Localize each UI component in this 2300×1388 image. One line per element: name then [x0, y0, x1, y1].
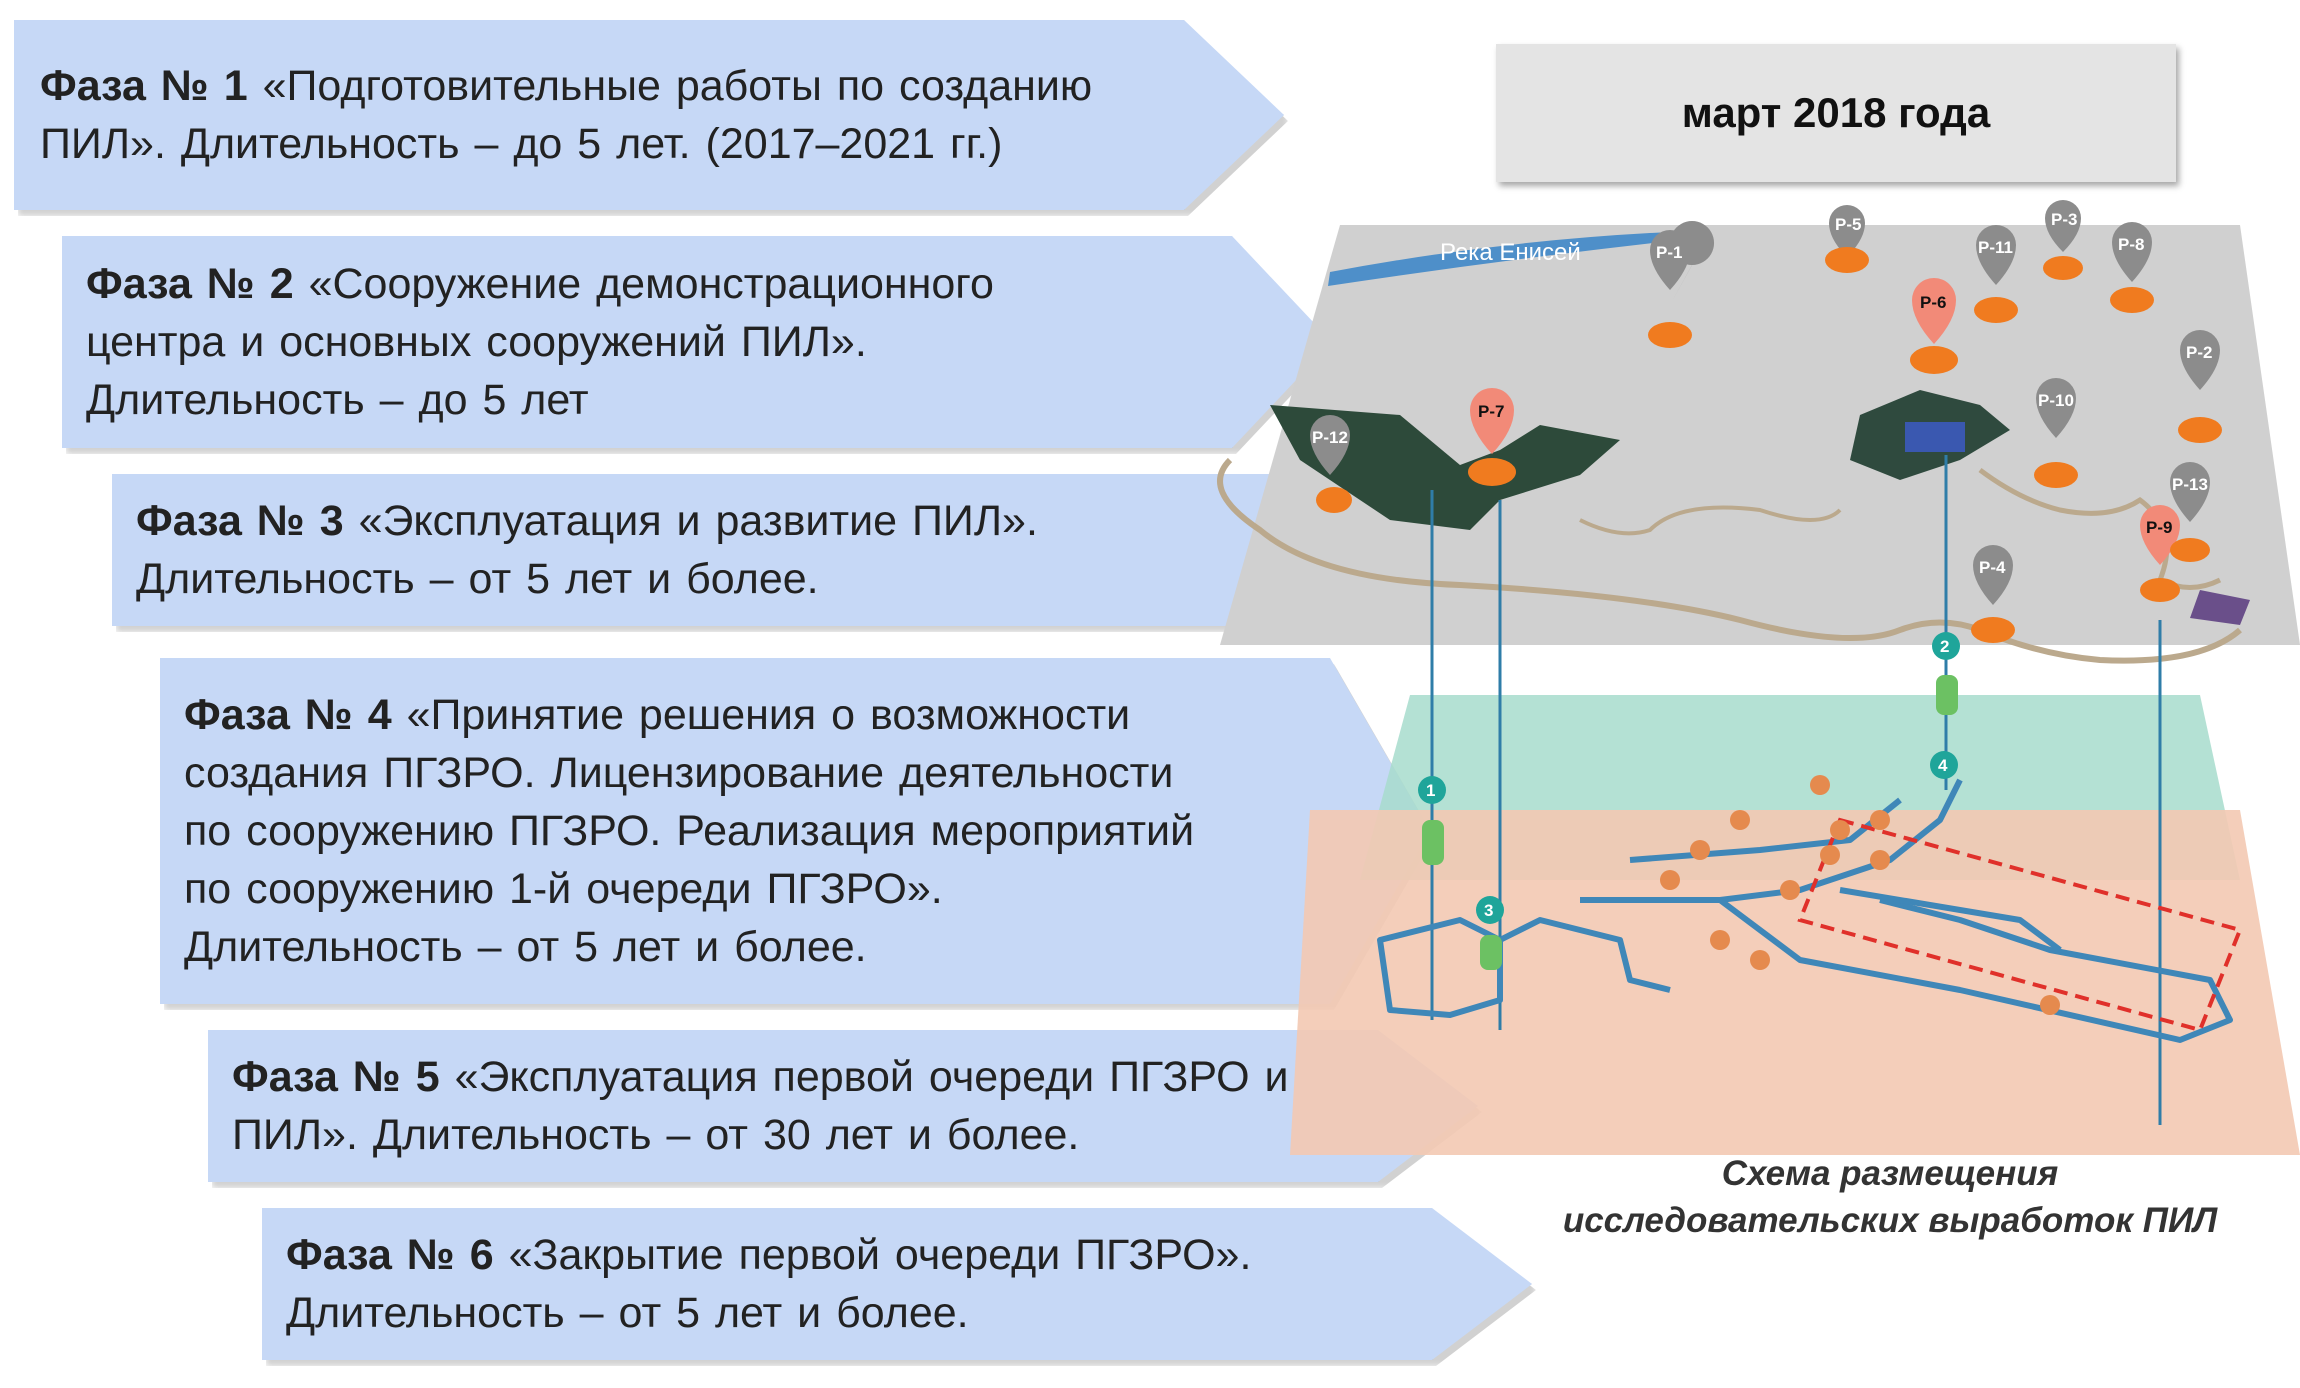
surface-layer	[1220, 225, 2300, 645]
pin-label-p4: Р-4	[1979, 558, 2006, 577]
shaft-marker-3: 3	[1476, 896, 1504, 970]
shaft-label-1: 1	[1426, 781, 1435, 800]
phase-4-text: «Принятие решения о возможности создания…	[184, 691, 1195, 971]
pin-label-p11: Р-11	[1978, 238, 2013, 257]
surface-road	[1217, 457, 2242, 664]
phase-1-arrow: Фаза № 1 «Подготовительные работы по соз…	[14, 20, 1284, 210]
pin-label-p6: Р-6	[1920, 293, 1946, 312]
complex-left	[1270, 405, 1620, 530]
shaft-marker-2: 2	[1932, 632, 1960, 715]
facility-layout-diagram: Река Енисей 1 2 3	[1217, 200, 2300, 1155]
phase-3-arrow: Фаза № 3 «Эксплуатация и развитие ПИЛ». …	[112, 474, 1382, 626]
pin-p5: Р-5	[1825, 205, 1869, 273]
shaft-marker-1: 1	[1418, 776, 1446, 865]
pin-label-p12: Р-12	[1312, 428, 1348, 447]
phase-4-arrow: Фаза № 4 «Принятие решения о возможности…	[160, 658, 1430, 1004]
river-label: Река Енисей	[1440, 239, 1581, 266]
pin-p10: Р-10	[2034, 378, 2078, 488]
pin-p2: Р-2	[2178, 330, 2222, 443]
pin-p11: Р-11	[1974, 225, 2018, 323]
phase-6-arrow: Фаза № 6 «Закрытие первой очереди ПГЗРО»…	[262, 1208, 1532, 1360]
phase-3-title: Фаза № 3	[136, 497, 344, 545]
surface-road-3	[1579, 505, 1842, 536]
pin-label-p2: Р-2	[2186, 343, 2212, 362]
shaft-label-3: 3	[1484, 901, 1493, 920]
phase-6-text: «Закрытие первой очереди ПГЗРО». Длитель…	[286, 1231, 1252, 1337]
pin-label-p13: Р-13	[2172, 475, 2208, 494]
pin-p1: Р-1	[1648, 221, 1715, 348]
shaft-marker-4: 4	[1930, 751, 1958, 779]
pin-p6: Р-6	[1910, 278, 1958, 374]
river	[1328, 232, 1680, 286]
phase-2-arrow: Фаза № 2 «Сооружение демонстрационного ц…	[62, 236, 1332, 448]
pin-p3: Р-3	[2043, 200, 2083, 280]
pin-p4: Р-4	[1971, 545, 2015, 643]
phase-1-text: «Подготовительные работы по созданию ПИЛ…	[40, 62, 1093, 168]
pin-p13: Р-13	[2170, 462, 2210, 562]
shaft-label-4: 4	[1938, 756, 1948, 775]
repository-boundary	[1797, 817, 2243, 1033]
tunnel-network	[1377, 778, 2233, 1043]
phase-5-text: «Эксплуатация первой очереди ПГЗРО и ПИЛ…	[232, 1053, 1289, 1159]
pin-label-p8: Р-8	[2118, 235, 2144, 254]
phase-3-text: «Эксплуатация и развитие ПИЛ». Длительно…	[136, 497, 1038, 603]
pin-label-p9: Р-9	[2146, 518, 2172, 537]
date-label: март 2018 года	[1496, 44, 2176, 182]
pin-p8: Р-8	[2110, 222, 2154, 313]
phase-1-title: Фаза № 1	[40, 62, 248, 110]
pin-label-p10: Р-10	[2038, 391, 2074, 410]
pin-label-p1: Р-1	[1656, 243, 1682, 262]
shaft-label-2: 2	[1940, 637, 1949, 656]
pin-p7: Р-7	[1468, 388, 1516, 486]
diagram-caption: Схема размещения исследовательских выраб…	[1562, 1154, 2218, 1240]
pin-label-p5: Р-5	[1835, 215, 1861, 234]
phase-4-title: Фаза № 4	[184, 691, 392, 739]
phase-6-title: Фаза № 6	[286, 1231, 494, 1279]
deep-layer	[1290, 810, 2300, 1155]
complex-right	[2190, 590, 2250, 625]
phase-2-title: Фаза № 2	[86, 260, 294, 308]
pin-label-p3: Р-3	[2051, 210, 2077, 229]
phase-5-arrow: Фаза № 5 «Эксплуатация первой очереди ПГ…	[208, 1030, 1478, 1182]
pin-p12: Р-12	[1310, 415, 1352, 513]
experiment-markers	[1660, 775, 2060, 1015]
complex-center-block	[1905, 422, 1965, 452]
phase-5-title: Фаза № 5	[232, 1053, 440, 1101]
phase-2-text: «Сооружение демонстрационного центра и о…	[86, 260, 994, 424]
pin-label-p7: Р-7	[1478, 402, 1504, 421]
